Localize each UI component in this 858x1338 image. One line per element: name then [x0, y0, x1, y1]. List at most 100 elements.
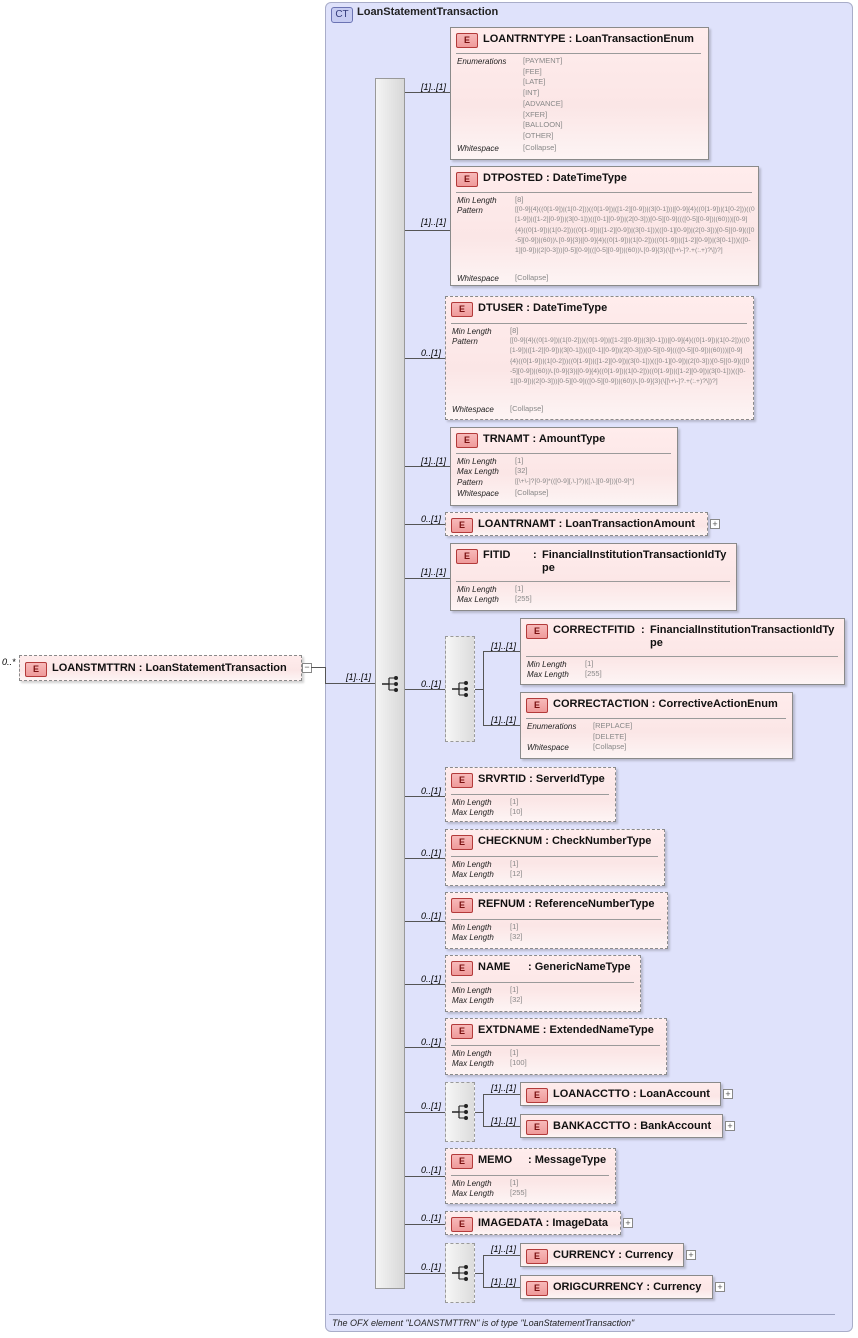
element-refnum[interactable]: E REFNUM : ReferenceNumberType Min Lengt…: [445, 892, 668, 949]
element-cardinality: [1]..[1]: [491, 1244, 517, 1254]
root-element-box[interactable]: E LOANSTMTTRN : LoanStatementTransaction: [19, 655, 302, 681]
choice-icon: [452, 681, 468, 697]
element-cardinality: [1]..[1]: [491, 641, 517, 651]
element-loantrntype[interactable]: E LOANTRNTYPE : LoanTransactionEnum Enum…: [450, 27, 709, 160]
name-type-separator: :: [528, 898, 532, 910]
connector: [475, 1273, 483, 1274]
element-loanacctto[interactable]: E LOANACCTTO : LoanAccount: [520, 1082, 721, 1106]
connector: [483, 1287, 520, 1288]
element-type: ReferenceNumberType: [534, 898, 655, 910]
facet-label: Min Length: [452, 860, 492, 869]
connector: [405, 1273, 445, 1274]
divider: [456, 581, 730, 582]
facet-value: [Collapse]: [515, 273, 549, 282]
element-loantrnamt[interactable]: E LOANTRNAMT : LoanTransactionAmount: [445, 512, 708, 536]
expand-icon[interactable]: +: [710, 519, 720, 529]
expand-icon[interactable]: +: [686, 1250, 696, 1260]
choice-icon: [452, 1104, 468, 1120]
name-type-separator: :: [545, 835, 549, 847]
facet-label: Whitespace: [452, 405, 494, 414]
element-name: EXTDNAME: [478, 1024, 540, 1036]
element-name: REFNUM: [478, 898, 526, 910]
divider: [451, 794, 609, 795]
divider: [451, 1175, 609, 1176]
element-dtuser[interactable]: E DTUSER : DateTimeType Min Length [8] P…: [445, 296, 754, 420]
facet-value: [1]: [515, 584, 524, 593]
element-currency[interactable]: E CURRENCY : Currency: [520, 1243, 684, 1267]
facet-value: [1]: [585, 659, 594, 668]
expand-icon[interactable]: +: [725, 1121, 735, 1131]
divider: [456, 453, 671, 454]
element-name-field[interactable]: E NAME : GenericNameType Min Length [1] …: [445, 955, 641, 1012]
element-imagedata[interactable]: E IMAGEDATA : ImageData: [445, 1211, 621, 1235]
facet-value: [Collapse]: [523, 143, 557, 152]
divider: [451, 323, 747, 324]
name-type-separator: :: [545, 172, 550, 184]
element-badge: E: [456, 549, 478, 564]
element-origcurrency[interactable]: E ORIGCURRENCY : Currency: [520, 1275, 713, 1299]
element-badge: E: [526, 1088, 548, 1103]
facet-value: [Collapse]: [515, 488, 549, 497]
connector: [483, 1126, 520, 1127]
facet-value: [1]: [510, 985, 519, 994]
facet-label: Max Length: [452, 1059, 494, 1068]
facet-label: Whitespace: [457, 489, 499, 498]
element-extdname[interactable]: E EXTDNAME : ExtendedNameType Min Length…: [445, 1018, 667, 1075]
element-cardinality: [1]..[1]: [491, 1116, 517, 1126]
element-badge: E: [526, 1281, 548, 1296]
connector: [325, 667, 326, 683]
name-type-separator: :: [618, 1249, 622, 1261]
element-type: MessageType: [534, 1154, 607, 1166]
facet-value: [1]: [510, 859, 519, 868]
facet-value: [12]: [510, 869, 523, 878]
divider: [451, 919, 661, 920]
choice-compositor[interactable]: [445, 1082, 475, 1142]
expand-icon[interactable]: +: [723, 1089, 733, 1099]
element-cardinality: 0..[1]: [421, 1165, 442, 1175]
element-correctfitid[interactable]: E CORRECTFITID : FinancialInstitutionTra…: [520, 618, 845, 685]
connector: [475, 1112, 483, 1113]
divider: [451, 1045, 660, 1046]
element-badge: E: [451, 1217, 473, 1232]
connector: [405, 921, 445, 922]
facet-value: [1]: [510, 797, 519, 806]
element-fitid[interactable]: E FITID : FinancialInstitutionTransactio…: [450, 543, 737, 611]
connector: [405, 858, 445, 859]
connector: [311, 667, 325, 668]
connector: [405, 358, 445, 359]
element-badge: E: [456, 172, 478, 187]
collapse-toggle-icon[interactable]: −: [302, 663, 312, 673]
element-cardinality: 0..[1]: [421, 1213, 442, 1223]
element-type: ExtendedNameType: [549, 1024, 654, 1036]
name-type-separator: :: [533, 549, 537, 561]
element-checknum[interactable]: E CHECKNUM : CheckNumberType Min Length …: [445, 829, 665, 886]
divider: [456, 192, 752, 193]
facet-value: [PAYMENT] [FEE] [LATE] [INT] [ADVANCE] […: [523, 56, 563, 140]
root-element-name: LOANSTMTTRN: [52, 662, 136, 674]
element-bankacctto[interactable]: E BANKACCTTO : BankAccount: [520, 1114, 723, 1138]
facet-value: [[\+\-]?[0-9]*(([0-9][,\.]?)|([,\.][0-9]…: [515, 478, 635, 485]
element-name: DTUSER: [478, 302, 524, 314]
connector: [405, 578, 450, 579]
element-trnamt[interactable]: E TRNAMT : AmountType Min Length [1] Max…: [450, 427, 678, 506]
name-type-separator: :: [529, 773, 533, 785]
element-dtposted[interactable]: E DTPOSTED : DateTimeType Min Length [8]…: [450, 166, 759, 286]
element-correctaction[interactable]: E CORRECTACTION : CorrectiveActionEnum E…: [520, 692, 793, 759]
connector: [483, 651, 520, 652]
element-srvrtid[interactable]: E SRVRTID : ServerIdType Min Length [1] …: [445, 767, 616, 822]
connector: [405, 984, 445, 985]
facet-label: Whitespace: [457, 274, 499, 283]
expand-icon[interactable]: +: [623, 1218, 633, 1228]
facet-label: Enumerations: [527, 722, 577, 731]
connector: [483, 1255, 520, 1256]
element-cardinality: [1]..[1]: [421, 456, 447, 466]
element-memo[interactable]: E MEMO : MessageType Min Length [1] Max …: [445, 1148, 616, 1204]
facet-label: Min Length: [527, 660, 567, 669]
name-type-separator: :: [545, 1217, 550, 1229]
expand-icon[interactable]: +: [715, 1282, 725, 1292]
element-type: Currency: [653, 1281, 702, 1293]
facet-value: [100]: [510, 1058, 527, 1067]
facet-label: Whitespace: [527, 743, 569, 752]
facet-value: [REPLACE] [DELETE]: [593, 721, 633, 741]
connector: [405, 524, 445, 525]
